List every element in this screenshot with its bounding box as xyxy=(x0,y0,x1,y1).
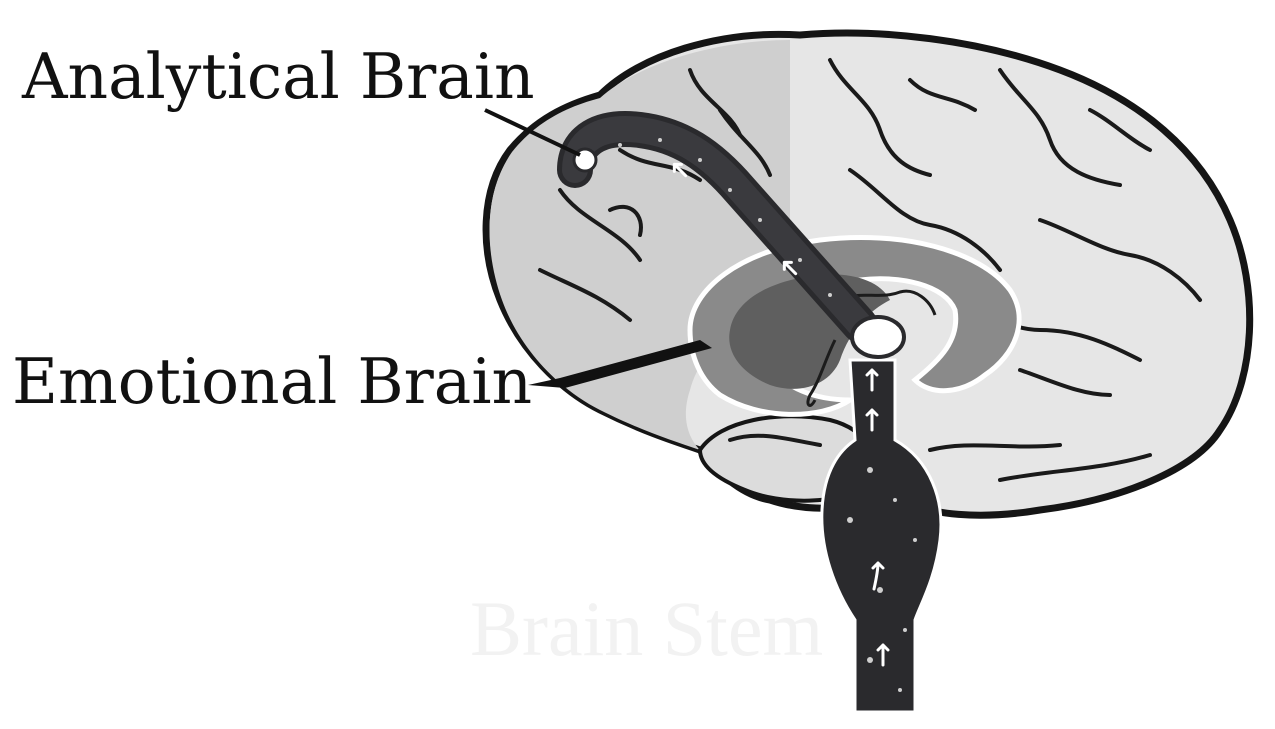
up-arrow-icon xyxy=(871,561,885,591)
up-arrow-icon xyxy=(782,260,798,276)
up-arrow-icon xyxy=(865,408,879,432)
emotional-brain-label: Emotional Brain xyxy=(12,345,532,418)
watermark-text: Brain Stem xyxy=(470,585,823,672)
neural-pathway-highlight xyxy=(562,116,873,338)
analytical-brain-label: Analytical Brain xyxy=(21,40,535,113)
analytical-leader-line xyxy=(484,108,581,157)
brain-stem xyxy=(820,358,943,714)
flow-arrows xyxy=(672,162,890,667)
emotional-leader-line xyxy=(528,340,712,388)
up-arrow-icon xyxy=(865,368,879,392)
up-arrow-icon xyxy=(672,162,688,178)
circle-node-icon xyxy=(850,315,906,359)
up-arrow-icon xyxy=(876,643,890,667)
pathway-sparkles xyxy=(618,138,917,692)
